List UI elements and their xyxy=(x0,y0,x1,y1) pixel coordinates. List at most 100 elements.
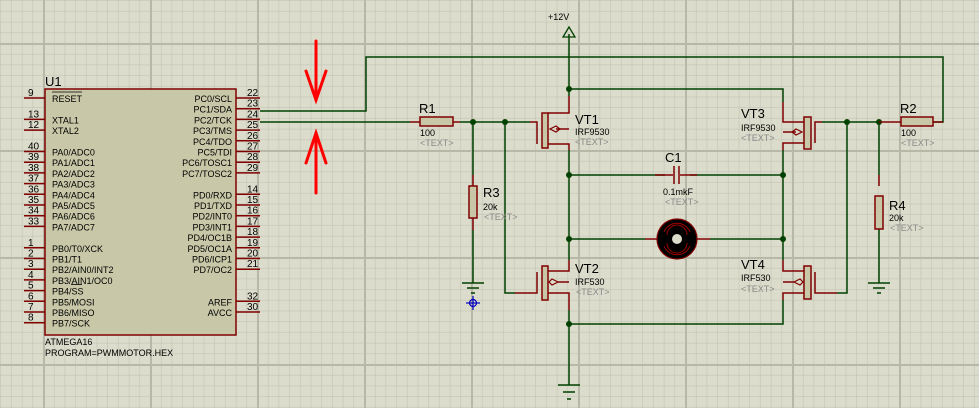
u1-pin-number: 30 xyxy=(247,302,259,313)
u1-pin-name: PB0/T0/XCK xyxy=(52,244,103,254)
u1-pin-name: RESET xyxy=(52,94,83,104)
wires xyxy=(260,34,944,385)
capacitor-c1[interactable]: C1 0.1mkF <TEXT> xyxy=(655,150,699,207)
transistor-vt4[interactable]: VT4 IRF530 <TEXT> xyxy=(741,257,837,300)
wire-bottom-rail[interactable] xyxy=(569,300,784,325)
u1-pin-number: 22 xyxy=(247,88,259,99)
u1-program-label: PROGRAM=PWMMOTOR.HEX xyxy=(45,348,173,358)
u1-pin-number: 36 xyxy=(28,184,40,195)
r4-value: 20k xyxy=(889,213,904,223)
u1-pin-name: PB6/MISO xyxy=(52,308,95,318)
u1-body[interactable] xyxy=(44,88,237,336)
u1-pin-number: 24 xyxy=(247,109,259,120)
r2-ref: R2 xyxy=(900,101,917,116)
u1-pin-number: 40 xyxy=(28,142,40,153)
u1-pin-name: PC1/SDA xyxy=(193,105,232,115)
ground-bridge[interactable] xyxy=(558,384,580,400)
junction-dot xyxy=(780,172,786,178)
vt4-part: IRF530 xyxy=(741,273,771,283)
vt2-part: IRF530 xyxy=(575,277,605,287)
junctions xyxy=(470,86,882,327)
r1-text: <TEXT> xyxy=(420,138,454,148)
u1-pin-name: PD2/INT0 xyxy=(192,212,232,222)
wire-12v-to-vt3[interactable] xyxy=(569,88,784,102)
vt3-text: <TEXT> xyxy=(741,133,775,143)
power-label: +12V xyxy=(548,12,569,22)
u1-pin-number: 26 xyxy=(247,131,259,142)
u1-pin-number: 29 xyxy=(247,163,259,174)
vt3-part: IRF9530 xyxy=(741,123,776,133)
transistor-vt2[interactable]: VT2 IRF530 <TEXT> xyxy=(515,260,610,310)
u1-pin-number: 7 xyxy=(28,302,34,313)
r4-ref: R4 xyxy=(889,198,906,213)
transistor-vt3[interactable]: VT3 IRF9530 <TEXT> xyxy=(741,102,822,150)
u1-pin-name: PC5/TDI xyxy=(197,148,232,158)
junction-dot xyxy=(844,119,850,125)
crosshair-cursor-icon xyxy=(466,296,480,310)
u1-pin-name: PD1/TXD xyxy=(194,201,233,211)
junction-dot xyxy=(566,172,572,178)
mosfet-body xyxy=(541,265,549,301)
u1-pin-name: PC2/TCK xyxy=(194,115,232,125)
u1-pin-name: XTAL2 xyxy=(52,126,79,136)
u1-pin-number: 35 xyxy=(28,195,40,206)
mosfet-body xyxy=(541,112,549,149)
u1-pin-name: PA2/ADC2 xyxy=(52,169,95,179)
u1-pin-number: 3 xyxy=(28,259,34,270)
u1-pin-number: 20 xyxy=(247,249,259,260)
vt2-text: <TEXT> xyxy=(576,287,610,297)
u1-pin-number: 8 xyxy=(28,313,34,324)
wire-vt2-gate[interactable] xyxy=(504,122,515,294)
u1-pin-number: 37 xyxy=(28,174,40,185)
r2-text: <TEXT> xyxy=(901,138,935,148)
resistor-r3[interactable]: R3 20k <TEXT> xyxy=(468,175,518,230)
u1-pin-name: PD3/INT1 xyxy=(192,222,232,232)
u1-pin-name: PB4/SS xyxy=(52,287,84,297)
junction-dot xyxy=(502,119,508,125)
u1-pin-name: PA5/ADC5 xyxy=(52,201,95,211)
u1-pin-name: PA4/ADC4 xyxy=(52,190,95,200)
u1-pin-number: 13 xyxy=(28,109,40,120)
vt1-ref: VT1 xyxy=(575,112,599,127)
resistor-r4[interactable]: R4 20k <TEXT> xyxy=(874,175,924,233)
u1-pin-name: AREF xyxy=(208,297,233,307)
resistor-body xyxy=(874,195,884,230)
wire-vt4-gate[interactable] xyxy=(837,122,848,294)
r3-value: 20k xyxy=(483,202,498,212)
u1-pin-number: 39 xyxy=(28,152,40,163)
resistor-r2[interactable]: R2 100 <TEXT> xyxy=(879,101,943,148)
u1-pin-name: PA7/ADC7 xyxy=(52,222,95,232)
u1-pin-number: 9 xyxy=(28,88,34,99)
u1-pin-name: PB2/AIN0/INT2 xyxy=(52,265,114,275)
u1-pin-number: 5 xyxy=(28,281,34,292)
r1-ref: R1 xyxy=(419,101,436,116)
u1-pins: 9131240393837363534331234567822232425262… xyxy=(24,88,260,324)
transistor-vt1[interactable]: VT1 IRF9530 <TEXT> xyxy=(530,96,610,150)
microcontroller-u1[interactable]: U1 9131240393837363534331234567822232425… xyxy=(24,74,260,358)
mosfet-body xyxy=(803,265,812,300)
arrow-down-icon xyxy=(304,39,328,105)
u1-pin-number: 27 xyxy=(247,142,259,153)
u1-pin-number: 25 xyxy=(247,120,259,131)
u1-pin-number: 21 xyxy=(247,259,259,270)
u1-pin-number: 16 xyxy=(247,206,259,217)
resistor-r1[interactable]: R1 100 <TEXT> xyxy=(410,101,460,148)
u1-pin-number: 1 xyxy=(28,238,34,249)
power-terminal-12v[interactable]: +12V xyxy=(548,12,577,38)
u1-pin-name: PC7/TOSC2 xyxy=(182,169,232,179)
dc-motor[interactable] xyxy=(645,218,710,260)
u1-pin-name: PD7/OC2 xyxy=(193,265,232,275)
u1-pin-name: PA6/ADC6 xyxy=(52,212,95,222)
u1-pin-name: PB5/MOSI xyxy=(52,297,95,307)
ground-r4[interactable] xyxy=(868,282,890,294)
resistor-body xyxy=(900,116,934,127)
u1-pin-labels: RESETXTAL1XTAL2PA0/ADC0PA1/ADC1PA2/ADC2P… xyxy=(52,91,233,329)
junction-dot xyxy=(780,236,786,242)
ground-r3[interactable] xyxy=(462,282,484,294)
u1-pin-number: 33 xyxy=(28,216,40,227)
motor-shaft xyxy=(672,234,682,244)
u1-pin-number: 28 xyxy=(247,152,259,163)
u1-pin-number: 4 xyxy=(28,270,34,281)
u1-pin-name: XTAL1 xyxy=(52,115,79,125)
